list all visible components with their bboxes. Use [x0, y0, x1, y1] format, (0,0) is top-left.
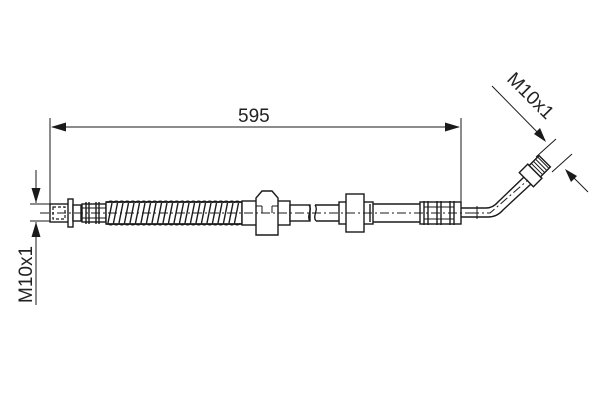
thread-arrow-down-icon: [31, 188, 41, 203]
length-label: 595: [238, 106, 270, 127]
left-thread-dimension: M10x1: [16, 170, 60, 305]
dimension-arrow-right-icon: [445, 122, 460, 132]
center-line-bent: [470, 179, 529, 214]
spring-guard: [105, 200, 243, 226]
thread-arrow-diagonal-icon-bottom: [565, 169, 577, 182]
length-dimension: 595: [49, 106, 462, 208]
left-thread-label: M10x1: [16, 246, 37, 303]
hose-segment-right: [369, 203, 420, 223]
dimension-arrow-left-icon: [51, 122, 66, 132]
thread-arrow-diagonal-icon-top: [534, 128, 546, 142]
right-tube-nut: [518, 154, 552, 188]
hose-assembly: [40, 154, 552, 236]
right-ferrule: [419, 201, 462, 225]
right-thread-label: M10x1: [502, 69, 557, 124]
thread-arrow-up-icon: [31, 222, 41, 237]
